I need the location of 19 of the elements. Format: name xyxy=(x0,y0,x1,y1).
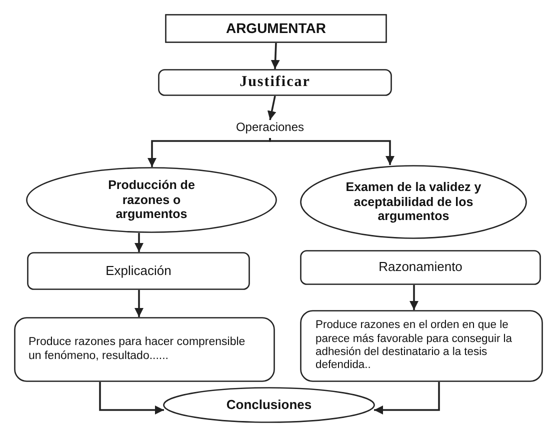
ellipse-node: Producción de razones o argumentos xyxy=(26,167,277,233)
arrow xyxy=(374,382,440,414)
process-box: ARGUMENTAR xyxy=(165,14,387,43)
arrow xyxy=(99,382,164,414)
process-box: Explicación xyxy=(27,252,250,290)
operations-label: Operaciones xyxy=(236,121,304,135)
text-box: Produce razones en el orden en que le parece más favorable para conseguir la adhesión del destinatario a la tesis defendida.. xyxy=(300,310,543,382)
arrow xyxy=(148,138,271,167)
arrow xyxy=(269,138,394,165)
ellipse-node: Conclusiones xyxy=(163,387,375,423)
arrow xyxy=(270,42,280,70)
arrow xyxy=(410,285,418,310)
text-box: Produce razones para hacer comprensible un fenómeno, resultado...... xyxy=(14,317,275,382)
arrow xyxy=(134,233,144,252)
arrow xyxy=(267,96,276,120)
arrow xyxy=(134,290,144,317)
process-box: Justificar xyxy=(158,69,392,96)
ellipse-node: Examen de la validez y aceptabilidad de los argumentos xyxy=(300,165,527,239)
process-box: Razonamiento xyxy=(300,250,541,285)
